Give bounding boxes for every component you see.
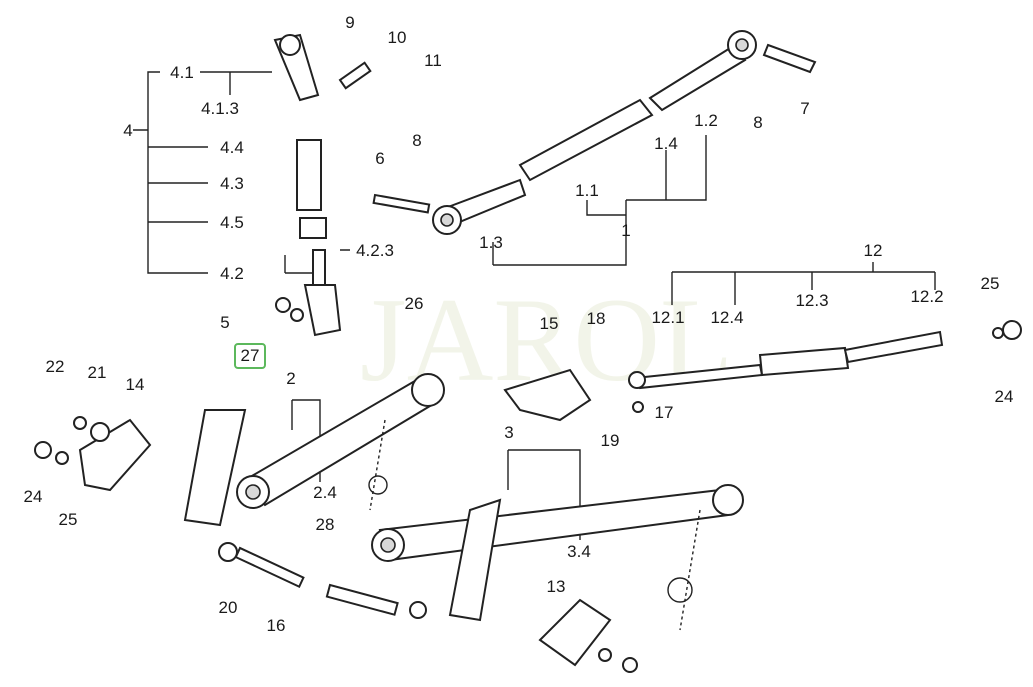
callout-label: 2: [286, 369, 295, 388]
chains: [368, 419, 701, 631]
callout-label: 4.1: [170, 63, 194, 82]
callout-label: 28: [316, 515, 335, 534]
pins-and-bolts: [34, 297, 644, 673]
callout-label: 12.4: [710, 308, 743, 327]
stabilizer: [628, 320, 1022, 390]
callout-label: 2.4: [313, 483, 337, 502]
bracket-15: [503, 368, 592, 422]
callout-label: 25: [59, 510, 78, 529]
callout-label: 4.3: [220, 174, 244, 193]
callout-label: 16: [267, 616, 286, 635]
callout-label: 3: [504, 423, 513, 442]
callout-label: 9: [345, 13, 354, 32]
callout-label: 27: [241, 346, 260, 365]
lower-link-2: [236, 373, 445, 509]
callout-labels: 9 10 11 4.1 4.1.3 4 4.4 4.3 4.5 4.2 4.2.3 8 6 7 8 1.2 1.…: [24, 13, 1014, 635]
callout-label: 15: [540, 314, 559, 333]
bracket-14: [78, 418, 152, 492]
callout-label: 4.2: [220, 264, 244, 283]
callout-label: 13: [547, 577, 566, 596]
callout-label: 1.3: [479, 233, 503, 252]
callout-label: 4.4: [220, 138, 244, 157]
callout-label: 17: [655, 403, 674, 422]
bracket-lines: [133, 71, 936, 540]
callout-label: 1: [621, 221, 630, 240]
callout-label: 12: [864, 241, 883, 260]
callout-label: 1.1: [575, 181, 599, 200]
callout-label: 19: [601, 431, 620, 450]
highlight-box: [234, 343, 266, 369]
callout-label: 25: [981, 274, 1000, 293]
callout-label: 4.1.3: [201, 99, 239, 118]
callout-label: 12.1: [651, 308, 684, 327]
callout-label: 10: [388, 28, 407, 47]
callout-label: 4.5: [220, 213, 244, 232]
plate-right: [448, 498, 502, 622]
callout-label: 21: [88, 363, 107, 382]
callout-label: 1.2: [694, 111, 718, 130]
callout-label: 7: [800, 99, 809, 118]
callout-label: 18: [587, 309, 606, 328]
callout-label: 24: [24, 487, 43, 506]
plate-left: [183, 409, 247, 527]
callout-label: 12.2: [910, 287, 943, 306]
callout-label: 11: [424, 51, 442, 70]
lift-rod: [273, 33, 372, 337]
callout-label: 20: [219, 598, 238, 617]
callout-label: 1.4: [654, 134, 678, 153]
callout-label: 22: [46, 357, 65, 376]
callout-label: 4: [123, 121, 132, 140]
callout-label: 14: [126, 375, 145, 394]
callout-label: 5: [220, 313, 229, 332]
callout-label: 3.4: [567, 542, 591, 561]
callout-label: 26: [405, 294, 424, 313]
callout-label: 6: [375, 149, 384, 168]
bracket-13: [538, 598, 612, 667]
callout-label: 8: [753, 113, 762, 132]
callout-label: 4.2.3: [356, 241, 394, 260]
top-link: [372, 30, 817, 235]
lower-link-3: [371, 484, 744, 562]
callout-label: 8: [412, 131, 421, 150]
callout-label: 12.3: [795, 291, 828, 310]
callout-label: 24: [995, 387, 1014, 406]
